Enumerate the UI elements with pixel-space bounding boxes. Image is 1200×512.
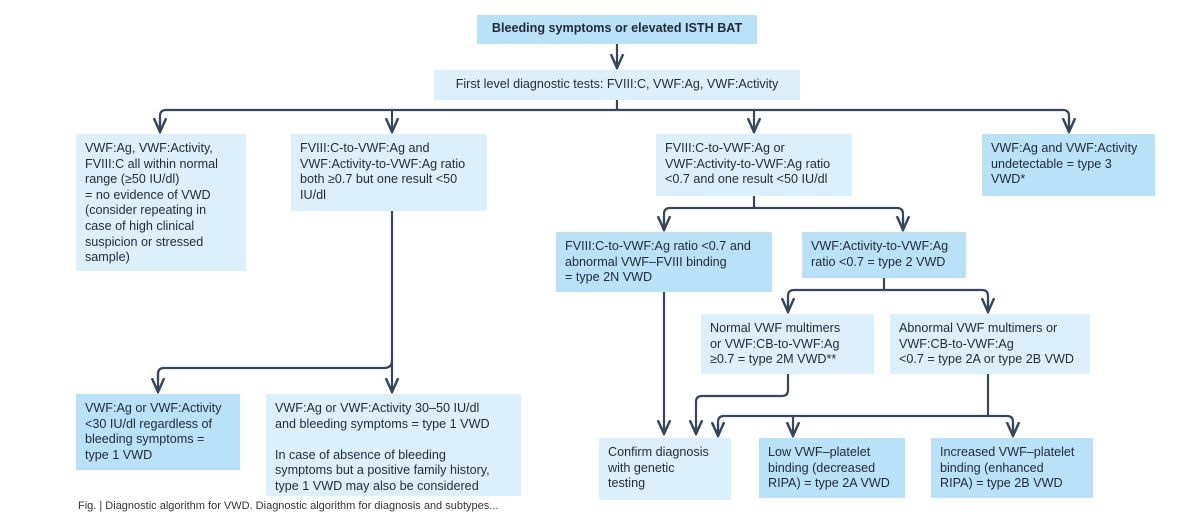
connector-first-level-branch — [158, 100, 1071, 130]
node-type2n: FVIII:C-to-VWF:Ag ratio <0.7 and abnorma… — [556, 232, 772, 292]
connector-type2-branch — [786, 278, 990, 310]
node-type2a-or-2b: Abnormal VWF multimers or VWF:CB-to-VWF:… — [890, 314, 1090, 374]
node-type2a: Low VWF–platelet binding (decreased RIPA… — [759, 438, 905, 498]
node-ratio-low: FVIII:C-to-VWF:Ag or VWF:Activity-to-VWF… — [656, 134, 852, 196]
node-type3: VWF:Ag and VWF:Activity undetectable = t… — [982, 134, 1155, 196]
node-type2b: Increased VWF–platelet binding (enhanced… — [931, 438, 1093, 498]
node-first-level-tests: First level diagnostic tests: FVIII:C, V… — [434, 70, 800, 100]
node-type1-mid: VWF:Ag or VWF:Activity 30–50 IU/dl and b… — [266, 394, 521, 496]
node-type2m: Normal VWF multimers or VWF:CB-to-VWF:Ag… — [701, 314, 874, 374]
figure-caption: Fig. | Diagnostic algorithm for VWD. Dia… — [78, 500, 499, 512]
connector-ratio-low-branch — [662, 196, 905, 228]
node-normal-results: VWF:Ag, VWF:Activity, FVIII:C all within… — [76, 134, 246, 271]
arrow-type2m-to-genetic — [696, 374, 790, 434]
connector-type2ab-branch — [716, 374, 1015, 434]
node-root: Bleeding symptoms or elevated ISTH BAT — [477, 15, 757, 44]
node-type2: VWF:Activity-to-VWF:Ag ratio <0.7 = type… — [802, 232, 966, 278]
node-ratio-ok-one-low: FVIII:C-to-VWF:Ag and VWF:Activity-to-VW… — [291, 134, 487, 211]
node-type1-low: VWF:Ag or VWF:Activity <30 IU/dl regardl… — [76, 394, 240, 470]
node-genetic-testing: Confirm diagnosis with genetic testing — [599, 438, 731, 500]
